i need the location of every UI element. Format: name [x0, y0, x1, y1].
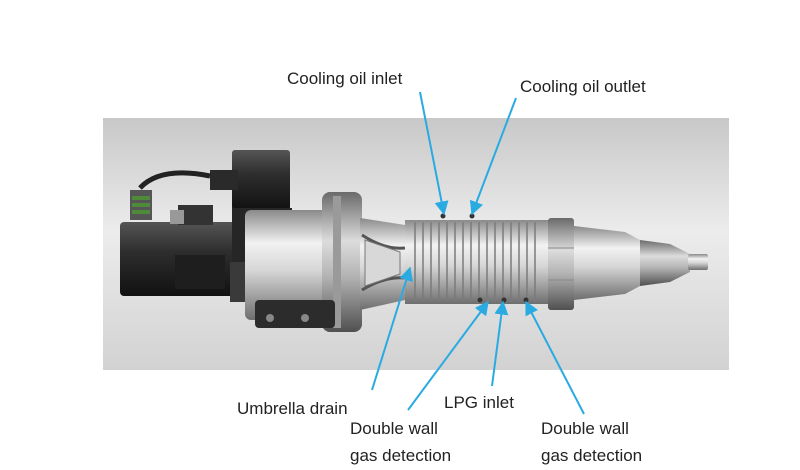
green-spring [132, 196, 150, 214]
connector-housing [232, 150, 290, 210]
arrow-double-wall-left [407, 300, 489, 411]
label-cooling-oil-inlet: Cooling oil inlet [287, 69, 403, 88]
pointer-arrows [371, 91, 585, 415]
label-lpg-inlet: LPG inlet [444, 393, 514, 412]
arrow-double-wall-right [525, 300, 585, 415]
arrow-umbrella-drain [371, 266, 413, 391]
injector-illustration [120, 150, 708, 332]
arrow-lpg-inlet [491, 300, 509, 387]
ribs [414, 222, 536, 302]
main-housing [245, 210, 335, 320]
label-double-wall-left-line1: Double wall [350, 419, 438, 438]
label-umbrella-drain: Umbrella drain [237, 399, 348, 418]
label-cooling-oil-outlet: Cooling oil outlet [520, 77, 646, 96]
ribbed-body [405, 220, 550, 304]
arrow-cooling-oil-inlet [419, 91, 449, 216]
label-double-wall-right-line2: gas detection [541, 446, 643, 465]
nozzle-tip [640, 240, 690, 286]
label-double-wall-left-line2: gas detection [350, 446, 452, 465]
flange [322, 192, 362, 332]
arrow-cooling-oil-outlet [469, 97, 517, 216]
label-double-wall-right-line1: Double wall [541, 419, 629, 438]
hex-nut [548, 218, 574, 310]
